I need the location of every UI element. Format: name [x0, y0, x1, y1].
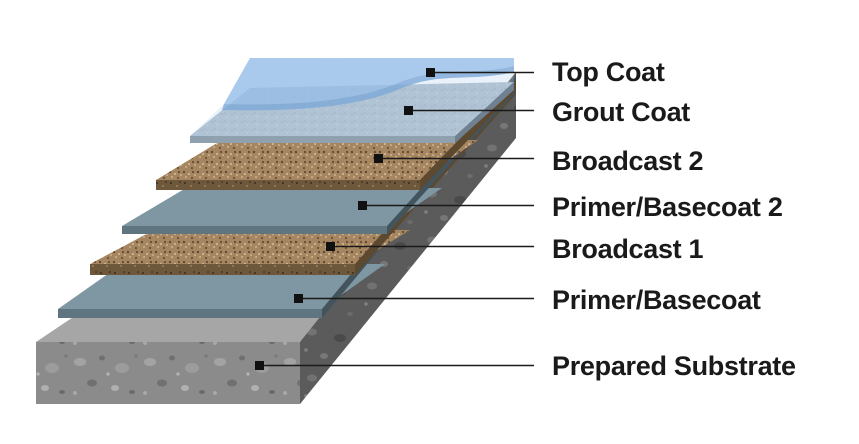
grout-coat-front-face	[190, 136, 455, 143]
prepared-substrate-marker	[255, 361, 264, 370]
substrate-front-face	[36, 342, 300, 404]
broadcast-1-label: Broadcast 1	[552, 234, 704, 264]
top-coat-layer	[190, 58, 514, 136]
prepared-substrate-label: Prepared Substrate	[552, 351, 796, 381]
primer-basecoat-2-marker	[358, 201, 367, 210]
top-coat-edge	[222, 66, 514, 111]
broadcast-1-marker	[326, 242, 335, 251]
primer-basecoat-2-top-face	[122, 188, 442, 226]
broadcast-2-top-face	[156, 140, 478, 180]
primer-basecoat-label: Primer/Basecoat	[552, 285, 761, 315]
broadcast-2-marker	[374, 154, 383, 163]
grout-coat-side-face	[455, 82, 514, 143]
broadcast-1-front-face	[90, 264, 355, 275]
top-coat-marker	[426, 68, 435, 77]
grout-coat-label: Grout Coat	[552, 97, 690, 127]
grout-coat-marker	[404, 106, 413, 115]
primer-basecoat-front-face	[58, 309, 322, 318]
primer-basecoat-2-front-face	[122, 226, 387, 234]
substrate-side-face	[300, 72, 516, 404]
primer-basecoat-marker	[294, 294, 303, 303]
top-coat-sheet	[224, 58, 514, 105]
primer-basecoat-top-face	[58, 264, 385, 309]
leader-lines	[255, 68, 534, 370]
broadcast-2-front-face	[156, 180, 420, 190]
grout-coat-layer	[190, 82, 514, 143]
layer-labels: Top Coat Grout Coat Broadcast 2 Primer/B…	[552, 57, 796, 381]
top-coat-overlay	[190, 58, 514, 136]
primer-basecoat-2-label: Primer/Basecoat 2	[552, 192, 783, 222]
top-coat-label: Top Coat	[552, 57, 665, 87]
broadcast-2-label: Broadcast 2	[552, 146, 703, 176]
broadcast-1-top-face	[90, 230, 410, 264]
